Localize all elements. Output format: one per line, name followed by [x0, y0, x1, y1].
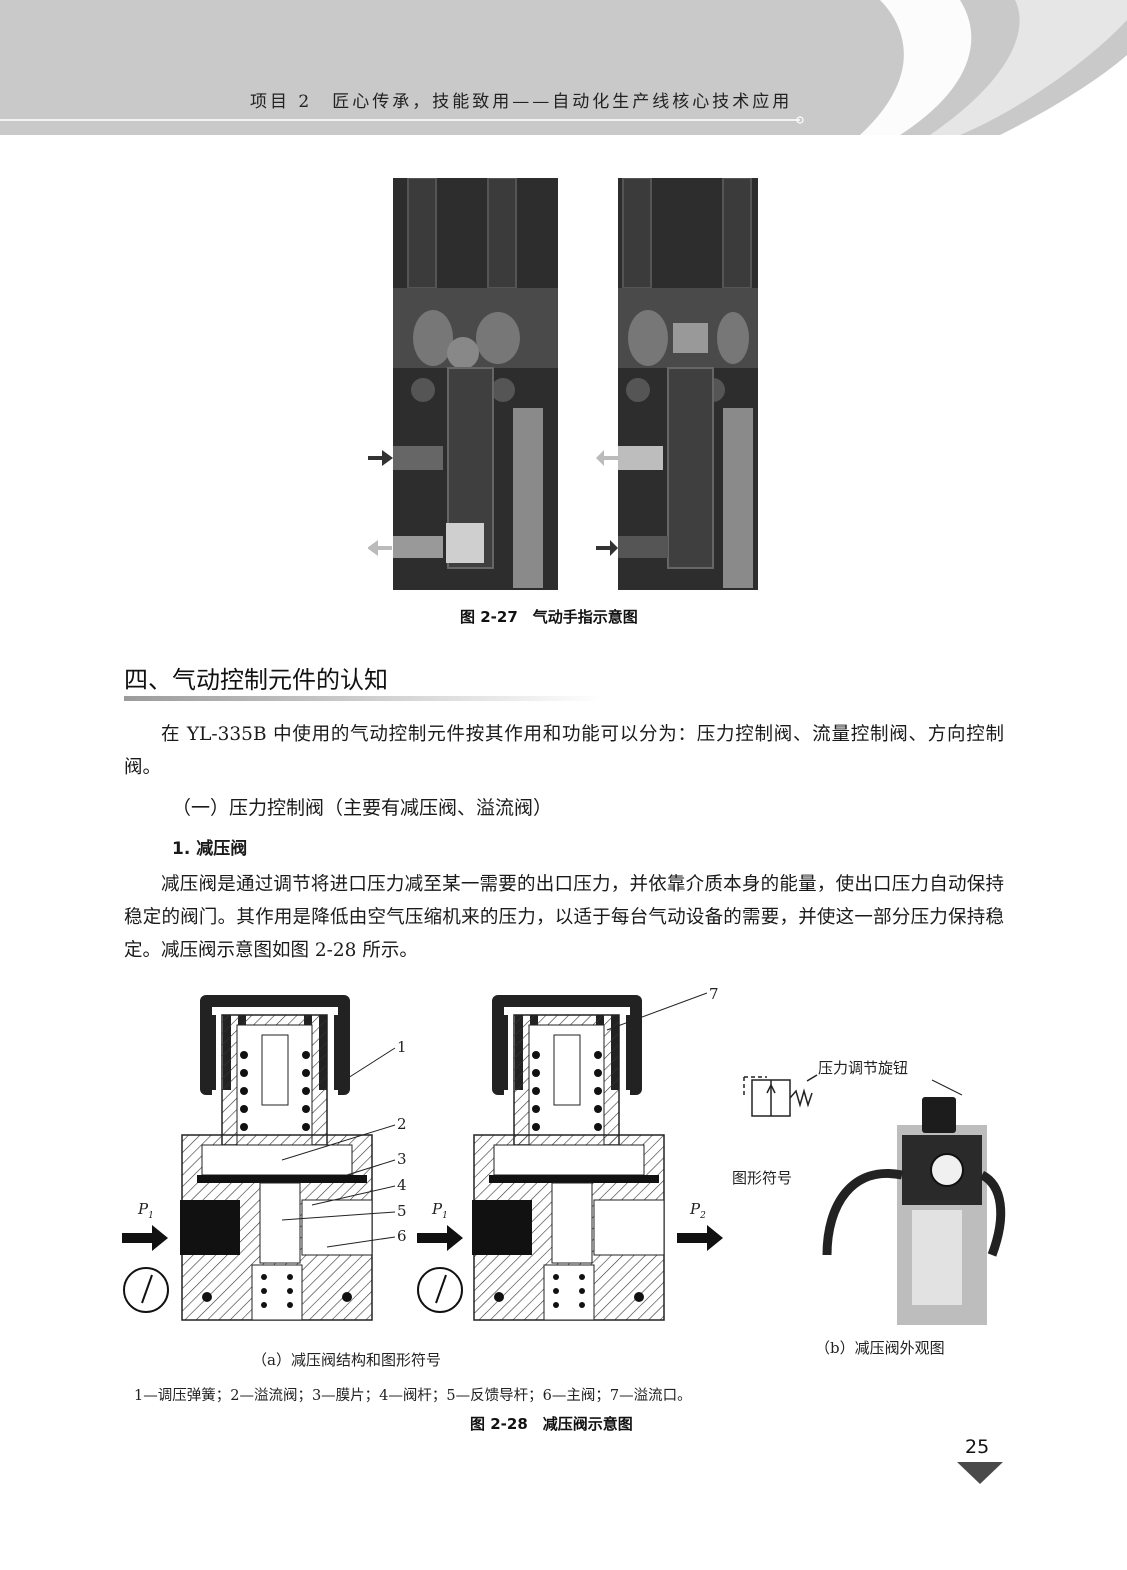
knob-label: 压力调节旋钮 — [818, 1059, 909, 1077]
p1-arrow-a-icon — [122, 1225, 168, 1251]
p2-label: P2 — [690, 1200, 706, 1221]
callout-6: 6 — [397, 1227, 407, 1245]
sub-caption-b: （b）减压阀外观图 — [815, 1339, 945, 1357]
body-paragraph: 减压阀是通过调节将进口压力减至某一需要的出口压力，并依靠介质本身的能量，使出口压… — [124, 874, 1004, 961]
regulator-gauge-icon — [930, 1153, 964, 1187]
intro-paragraph: 在 YL-335B 中使用的气动控制元件按其作用和功能可以分为：压力控制阀、流量… — [124, 724, 1004, 778]
valve-structure-a — [180, 995, 373, 1321]
callout-7: 7 — [709, 985, 719, 1003]
arrow-inlet-left-icon — [368, 450, 393, 466]
page-header: 项目 2 匠心传承，技能致用——自动化生产线核心技术应用 — [0, 0, 1127, 135]
arrow-inlet-right-icon — [596, 540, 618, 556]
p1-label-b: P1 — [432, 1200, 448, 1221]
subheading-pressure-valve: （一）压力控制阀（主要有减压阀、溢流阀） — [172, 797, 553, 819]
arrow-outlet-right-icon — [596, 450, 618, 466]
p2-arrow-icon — [677, 1225, 723, 1251]
running-header-title: 项目 2 匠心传承，技能致用——自动化生产线核心技术应用 — [250, 92, 793, 112]
header-swoosh-decoration — [0, 0, 1127, 135]
callout-4: 4 — [397, 1176, 407, 1194]
arrow-outlet-left-icon — [367, 540, 392, 556]
reducing-valve-diagram — [122, 992, 1006, 1325]
minor-heading-reducing-valve: 1. 减压阀 — [172, 839, 248, 859]
figure-reducing-valve: 1 2 3 4 5 6 7 P1 P1 P2 压力调节旋钮 图形符号 （a）减压… — [112, 985, 1032, 1385]
valve-structure-b — [472, 995, 665, 1321]
symbol-label: 图形符号 — [732, 1169, 793, 1187]
finger-closed-state — [393, 177, 558, 590]
finger-open-state — [618, 177, 758, 590]
callout-1: 1 — [397, 1038, 407, 1056]
callout-3: 3 — [397, 1150, 407, 1168]
section-underline — [124, 696, 604, 701]
figure-pneumatic-finger — [367, 177, 768, 590]
figure-2-28-legend: 1—调压弹簧；2—溢流阀；3—膜片；4—阀杆；5—反馈导杆；6—主阀；7—溢流口… — [134, 1388, 692, 1404]
figure-2-27-caption: 图 2-27 气动手指示意图 — [460, 608, 638, 626]
page-number: 25 — [965, 1436, 990, 1458]
sub-caption-a: （a）减压阀结构和图形符号 — [252, 1351, 441, 1369]
pressure-knob-icon — [922, 1097, 956, 1133]
figure-2-28-caption: 图 2-28 减压阀示意图 — [470, 1415, 633, 1433]
p1-label-a: P1 — [138, 1200, 154, 1221]
page-down-triangle-icon — [957, 1462, 1003, 1484]
p1-arrow-b-icon — [417, 1225, 463, 1251]
section-heading: 四、气动控制元件的认知 — [124, 666, 388, 694]
callout-2: 2 — [397, 1115, 407, 1133]
reducing-valve-symbol-icon — [743, 1074, 818, 1117]
regulator-photo — [822, 1097, 1006, 1325]
callout-5: 5 — [397, 1202, 407, 1220]
pneumatic-finger-illustration — [367, 177, 758, 590]
